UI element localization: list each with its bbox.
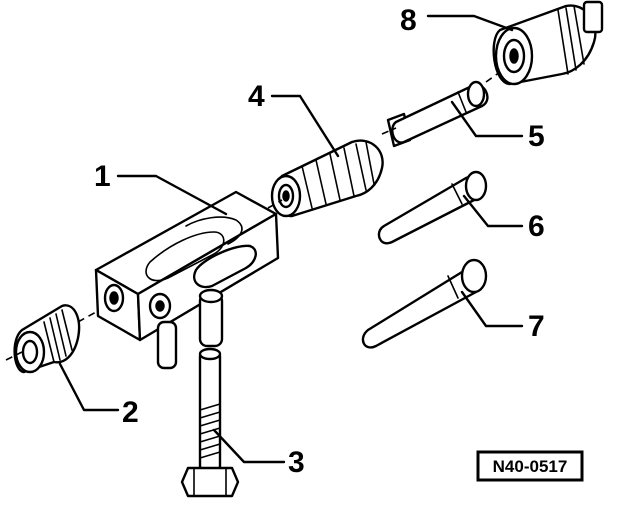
reference-code-box: N40-0517 [476, 450, 584, 482]
part-2-knurled-nut [13, 304, 81, 374]
callout-leader-lines [58, 14, 524, 464]
assembly-axis-lines [5, 71, 501, 361]
part-3-bolt [180, 347, 240, 498]
part-4-knurled-adapter [270, 112, 412, 218]
part-6-pin [377, 170, 488, 245]
callout-7: 7 [528, 310, 545, 343]
part-8-knurled-socket [492, 0, 604, 86]
callout-1: 1 [94, 160, 111, 193]
part-7-pin [361, 258, 488, 349]
callout-2: 2 [122, 396, 139, 429]
part-5-pin [391, 80, 489, 144]
callout-3: 3 [288, 446, 305, 479]
part-1-body-block [94, 190, 280, 370]
callout-6: 6 [528, 210, 545, 243]
callout-4: 4 [248, 80, 265, 113]
callout-labels: 1 2 3 4 5 6 7 8 [94, 4, 545, 479]
reference-code: N40-0517 [493, 457, 568, 476]
callout-8: 8 [400, 4, 417, 37]
callout-5: 5 [528, 120, 545, 153]
